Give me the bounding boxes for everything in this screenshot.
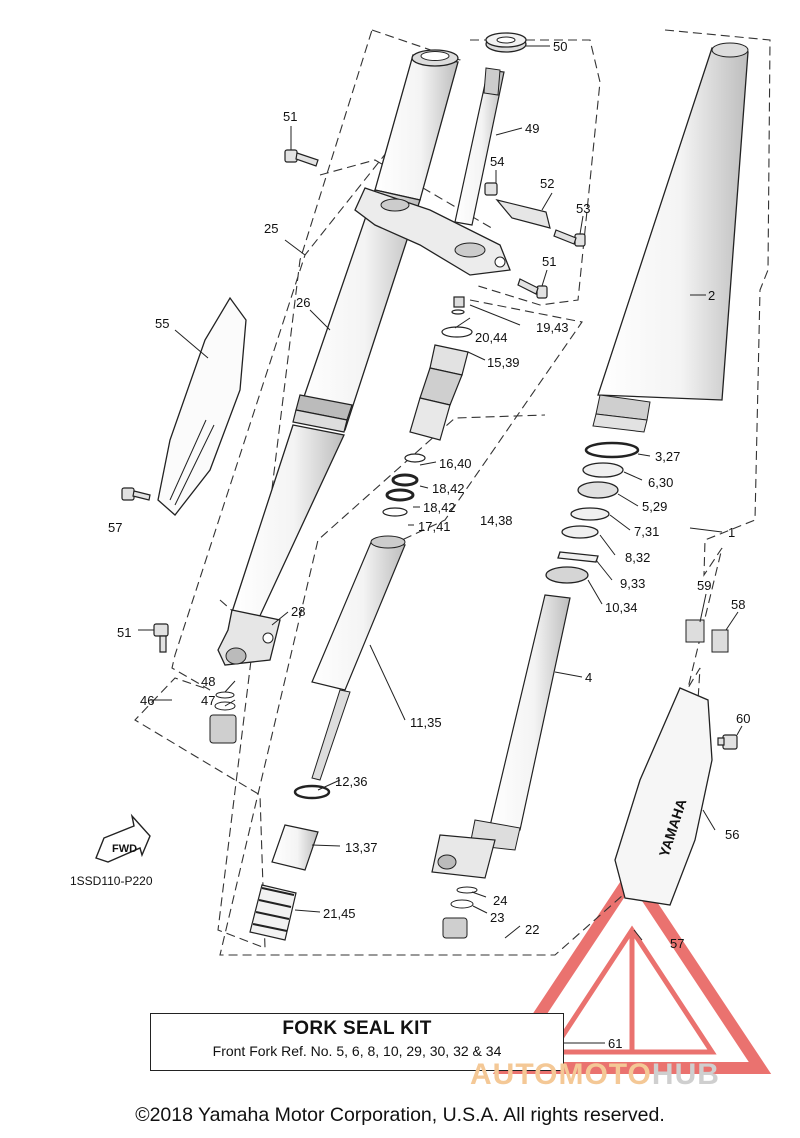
watermark-part2: HUB: [651, 1058, 720, 1091]
callout: 55: [155, 316, 169, 331]
callout: 13,37: [345, 840, 378, 855]
kit-title: FORK SEAL KIT: [282, 1018, 432, 1039]
callout: 5,29: [642, 499, 667, 514]
callout: 61: [608, 1036, 622, 1051]
callout: 47: [201, 693, 215, 708]
callout: 15,39: [487, 355, 520, 370]
callout: 57: [108, 520, 122, 535]
callout: 3,27: [655, 449, 680, 464]
callout: 58: [731, 597, 745, 612]
callout: 4: [585, 670, 592, 685]
callout: 51: [283, 109, 297, 124]
callout: 1: [728, 525, 735, 540]
steering-stem: [454, 67, 505, 226]
callout: 8,32: [625, 550, 650, 565]
callout: 57: [670, 936, 684, 951]
left-inner-tube: [249, 535, 406, 941]
bolts: [121, 149, 738, 750]
diagram-reference-code: 1SSD110-P220: [70, 874, 153, 888]
cartridge-parts: [382, 296, 473, 517]
callout: 18,42: [423, 500, 456, 515]
leader-lines: [138, 45, 743, 1044]
copyright-notice: ©2018 Yamaha Motor Corporation, U.S.A. A…: [135, 1104, 665, 1126]
right-seal-stack: [545, 441, 640, 584]
callout: 59: [697, 578, 711, 593]
callout-labels: 50 49 51 54 52 53 51 25 26 2 55 19,43 20…: [108, 39, 750, 1051]
callout: 24: [493, 893, 507, 908]
callout: 54: [490, 154, 504, 169]
kit-description: Front Fork Ref. No. 5, 6, 8, 10, 29, 30,…: [212, 1043, 502, 1059]
callout: 2: [708, 288, 715, 303]
callout: 28: [291, 604, 305, 619]
left-fork-guard: [157, 296, 247, 516]
callout: 12,36: [335, 774, 368, 789]
callout: 17,41: [418, 519, 451, 534]
callout: 21,45: [323, 906, 356, 921]
cable-clamp: [495, 198, 551, 229]
callout: 49: [525, 121, 539, 136]
left-outer-tube: [231, 49, 459, 621]
stem-bearing: [485, 32, 527, 53]
callout: 18,42: [432, 481, 465, 496]
right-outer-tube: [592, 42, 749, 433]
callout: 50: [553, 39, 567, 54]
callout: 23: [490, 910, 504, 925]
callout: 20,44: [475, 330, 508, 345]
left-axle-bracket: [217, 609, 281, 666]
callout: 56: [725, 827, 739, 842]
lower-triple-clamp: [354, 187, 511, 276]
callout: 51: [542, 254, 556, 269]
callout: 11,35: [410, 715, 442, 730]
callout: 26: [296, 295, 310, 310]
callout: 53: [576, 201, 590, 216]
callout: 60: [736, 711, 750, 726]
fwd-arrow-icon: FWD: [95, 813, 151, 863]
watermark-logo: [492, 864, 772, 1074]
watermark-part1: AUTOMOTO: [470, 1058, 652, 1091]
watermark-text: AUTOMOTOHUB: [470, 1058, 720, 1092]
right-fork-guard: YAMAHA: [614, 619, 729, 906]
fork-seal-kit-box: FORK SEAL KIT Front Fork Ref. No. 5, 6, …: [150, 1013, 564, 1071]
callout: 22: [525, 922, 539, 937]
callout: 14,38: [480, 513, 513, 528]
callout: 7,31: [634, 524, 659, 539]
callout: 19,43: [536, 320, 569, 335]
callout: 52: [540, 176, 554, 191]
callout: 10,34: [605, 600, 638, 615]
callout: 16,40: [439, 456, 472, 471]
callout: 6,30: [648, 475, 673, 490]
callout: 9,33: [620, 576, 645, 591]
callout: 46: [140, 693, 154, 708]
fwd-label: FWD: [112, 843, 137, 855]
callout: 25: [264, 221, 278, 236]
callout: 48: [201, 674, 215, 689]
callout: 51: [117, 625, 131, 640]
